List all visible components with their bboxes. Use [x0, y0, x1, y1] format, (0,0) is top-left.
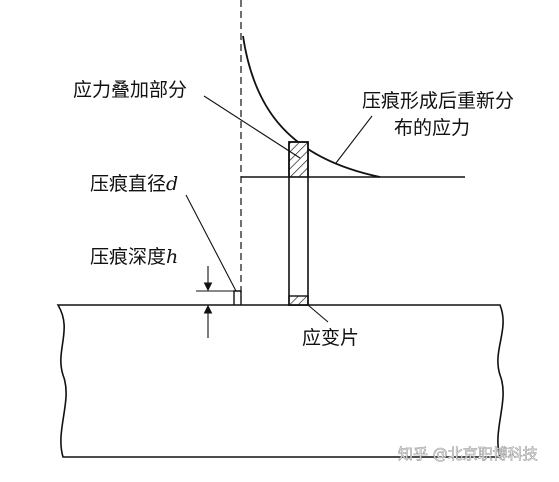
- redistributed-label-line2: 布的应力: [394, 117, 470, 139]
- diameter-label: 压痕直径d: [90, 173, 178, 195]
- gauge-label: 应变片: [302, 327, 359, 349]
- depth-symbol: h: [166, 246, 178, 268]
- specimen-outline: [56, 304, 504, 458]
- diameter-symbol: d: [166, 173, 178, 195]
- stress-curve: [242, 35, 381, 178]
- overlap-label: 应力叠加部分: [73, 79, 187, 101]
- depth-label-text: 压痕深度: [90, 246, 166, 268]
- diameter-label-text: 压痕直径: [90, 173, 166, 195]
- overlap-leader: [203, 95, 301, 159]
- watermark: 知乎 @北京职博科技: [398, 445, 538, 463]
- gauge-leader: [307, 304, 329, 323]
- redistributed-label-line1: 压痕形成后重新分: [362, 90, 514, 112]
- stress-overlap-region: [288, 141, 309, 178]
- diameter-leader: [185, 194, 237, 292]
- depth-label: 压痕深度h: [90, 246, 178, 268]
- indentation-notch: [233, 290, 242, 305]
- strain-gauge-element: [288, 295, 309, 306]
- redistributed-leader: [335, 115, 373, 164]
